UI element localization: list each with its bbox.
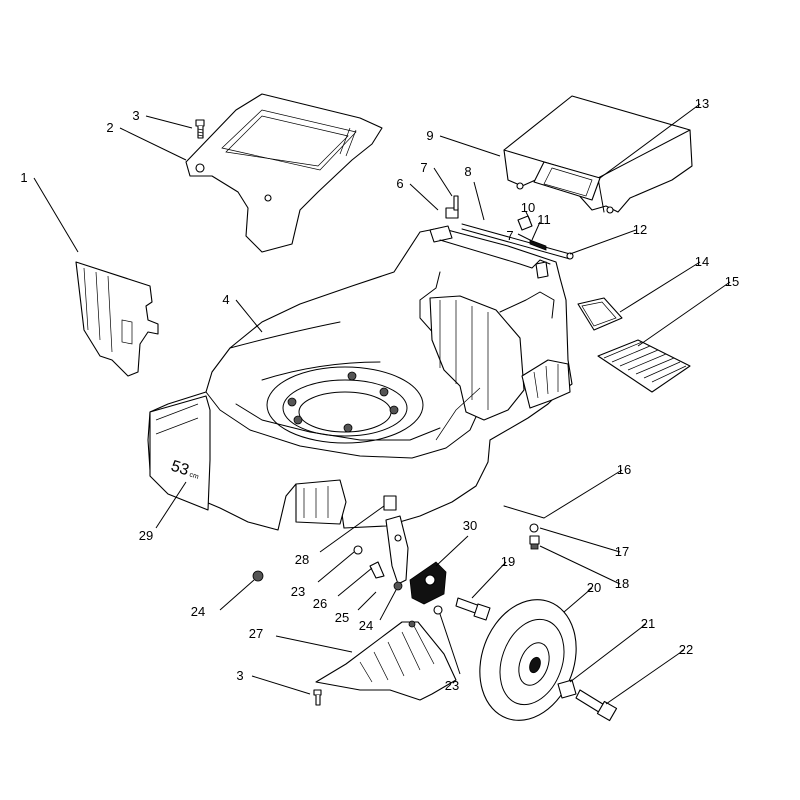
callout-label-c21: 21	[641, 616, 655, 631]
leader-line-c24b	[379, 589, 397, 621]
leader-line-c23b	[439, 613, 461, 675]
callout-label-c25: 25	[335, 610, 349, 625]
leader-line-c4	[235, 299, 263, 333]
part-label	[577, 297, 623, 331]
callout-label-c20: 20	[587, 580, 601, 595]
leader-line-c29	[155, 481, 187, 529]
callout-label-c10: 10	[521, 200, 535, 215]
leader-line-c24a	[219, 579, 255, 611]
callout-label-c15: 15	[725, 274, 739, 289]
callout-label-c3a: 3	[132, 108, 139, 123]
part-side-plate	[75, 261, 159, 377]
deck-size-badge: 53 cm	[169, 458, 200, 481]
leader-line-c17	[539, 527, 621, 553]
leader-line-c2	[119, 127, 187, 161]
leader-line-c3b	[251, 675, 311, 695]
part-wheel-bolt	[575, 689, 618, 722]
callout-label-c3b: 3	[236, 668, 243, 683]
part-fasteners	[252, 545, 443, 615]
part-wheel	[479, 599, 577, 721]
callout-label-c2: 2	[106, 120, 113, 135]
callout-label-c13: 13	[695, 96, 709, 111]
leader-line-c13	[599, 103, 701, 179]
leader-line-c1	[33, 177, 79, 253]
callout-label-c29: 29	[139, 528, 153, 543]
leader-line-c23a	[317, 551, 355, 583]
callout-label-c28: 28	[295, 552, 309, 567]
leader-line-c21	[569, 623, 647, 683]
part-height-bracket	[383, 495, 447, 605]
leader-line-c3a	[145, 115, 193, 129]
callout-label-c4: 4	[222, 292, 229, 307]
callout-layer: 1233467789101112131415161718192021222323…	[20, 96, 739, 705]
callout-label-c9: 9	[426, 128, 433, 143]
part-bolt-top	[195, 119, 205, 139]
leader-line-c25	[357, 591, 377, 611]
leader-line-c27	[275, 635, 353, 653]
leader-line-c9	[439, 135, 501, 157]
leader-line-c28	[319, 505, 385, 553]
leader-line-c15	[637, 281, 731, 347]
callout-label-c27: 27	[249, 626, 263, 641]
part-bolt-bottom	[313, 689, 322, 706]
callout-label-c18: 18	[615, 576, 629, 591]
part-top-cover	[185, 93, 383, 253]
callout-label-c11: 11	[537, 212, 551, 227]
leader-line-c26	[337, 567, 373, 597]
callout-label-c6: 6	[396, 176, 403, 191]
leader-line-c16	[543, 469, 623, 519]
leader-line-c7a	[433, 167, 453, 197]
leader-line-c8	[473, 181, 485, 221]
part-rear-deflector	[315, 620, 457, 701]
part-rear-cover	[503, 95, 693, 214]
leader-line-c30	[435, 535, 469, 567]
leader-line-c7b	[517, 233, 535, 243]
callout-label-c23a: 23	[291, 584, 305, 599]
leader-line-c6	[409, 183, 439, 211]
leader-line-c20	[563, 587, 593, 613]
part-pin-assembly	[503, 505, 545, 550]
part-mower-deck	[147, 227, 573, 531]
callout-label-c16: 16	[617, 462, 631, 477]
callout-label-c14: 14	[695, 254, 709, 269]
leader-line-c14	[619, 261, 701, 313]
callout-label-c8: 8	[464, 164, 471, 179]
leader-line-c22	[605, 649, 685, 705]
callout-label-c23b: 23	[445, 678, 459, 693]
callout-label-c19: 19	[501, 554, 515, 569]
part-wheel-bushing	[557, 679, 577, 699]
part-vent-grille	[597, 339, 691, 393]
leader-line-c19	[471, 561, 507, 599]
callout-label-c24a: 24	[191, 604, 205, 619]
callout-label-c26: 26	[313, 596, 327, 611]
callout-label-c12: 12	[633, 222, 647, 237]
callout-label-c17: 17	[615, 544, 629, 559]
leader-line-c18	[539, 545, 621, 585]
leader-line-c11	[531, 221, 541, 241]
callout-label-c22: 22	[679, 642, 693, 657]
leader-line-c10	[525, 211, 531, 221]
deck-size-number: 53	[169, 458, 191, 480]
callout-label-c30: 30	[463, 518, 477, 533]
deck-size-unit: cm	[188, 471, 199, 481]
callout-label-c24b: 24	[359, 618, 373, 633]
callout-label-c1: 1	[20, 170, 27, 185]
leader-line-c12	[569, 229, 637, 255]
callout-label-c7a: 7	[420, 160, 427, 175]
callout-label-c7b: 7	[506, 228, 513, 243]
part-axle-bolt	[455, 597, 491, 621]
part-height-adjust-rod	[429, 195, 574, 279]
